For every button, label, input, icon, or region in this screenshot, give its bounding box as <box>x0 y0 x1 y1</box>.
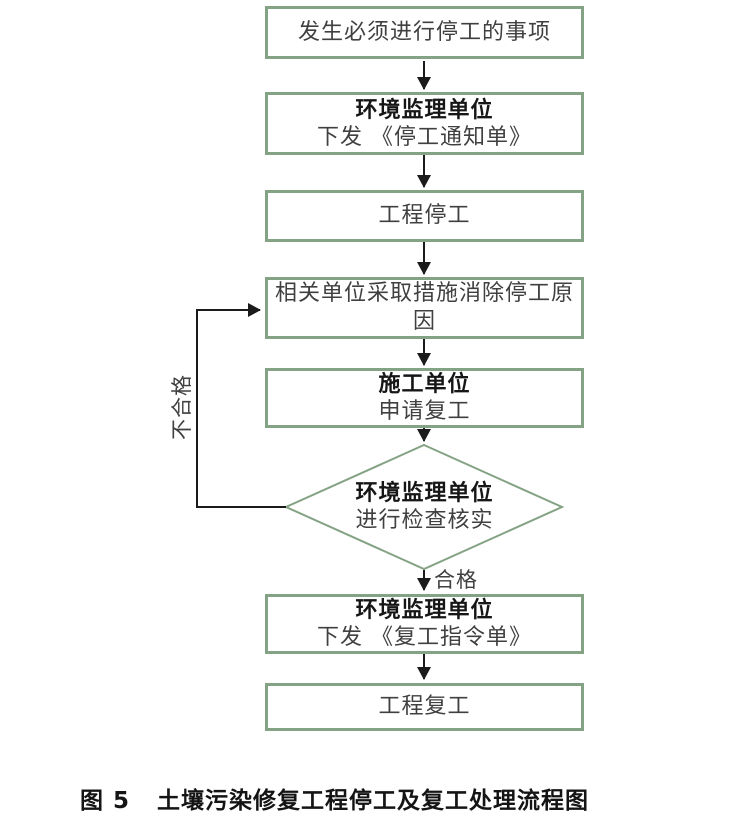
label-qualified: 合格 <box>434 568 478 592</box>
node-issue-stop-notice-title: 环境监理单位 <box>355 96 494 123</box>
node-stop-event-label: 发生必须进行停工的事项 <box>297 19 551 45</box>
node-eliminate-cause: 相关单位采取措施消除停工原因 <box>265 277 584 339</box>
figure-caption: 图 5 土壤污染修复工程停工及复工处理流程图 <box>80 781 589 815</box>
node-eliminate-cause-label: 相关单位采取措施消除停工原因 <box>274 281 574 334</box>
node-check-verify-label: 进行检查核实 <box>355 508 494 533</box>
label-unqualified: 不合格 <box>170 374 194 440</box>
figure-label: 图 5 <box>80 788 131 814</box>
node-issue-resume-order-label: 下发 《复工指令单》 <box>317 625 532 650</box>
node-project-resumed-label: 工程复工 <box>378 694 471 719</box>
figure-title: 土壤污染修复工程停工及复工处理流程图 <box>157 788 590 814</box>
node-project-resumed: 工程复工 <box>265 683 584 731</box>
node-issue-stop-notice-label: 下发 《停工通知单》 <box>317 124 532 150</box>
node-stop-event: 发生必须进行停工的事项 <box>265 6 584 59</box>
node-check-verify: 环境监理单位 进行检查核实 <box>286 445 563 569</box>
node-issue-resume-order: 环境监理单位 下发 《复工指令单》 <box>265 594 584 654</box>
node-project-stopped-label: 工程停工 <box>378 203 471 228</box>
node-project-stopped: 工程停工 <box>265 190 584 242</box>
node-issue-stop-notice: 环境监理单位 下发 《停工通知单》 <box>265 92 584 155</box>
node-apply-resume: 施工单位 申请复工 <box>265 368 584 428</box>
node-issue-resume-order-title: 环境监理单位 <box>355 597 494 623</box>
node-check-verify-title: 环境监理单位 <box>355 480 494 506</box>
node-apply-resume-label: 申请复工 <box>378 399 471 424</box>
node-apply-resume-title: 施工单位 <box>378 371 471 397</box>
